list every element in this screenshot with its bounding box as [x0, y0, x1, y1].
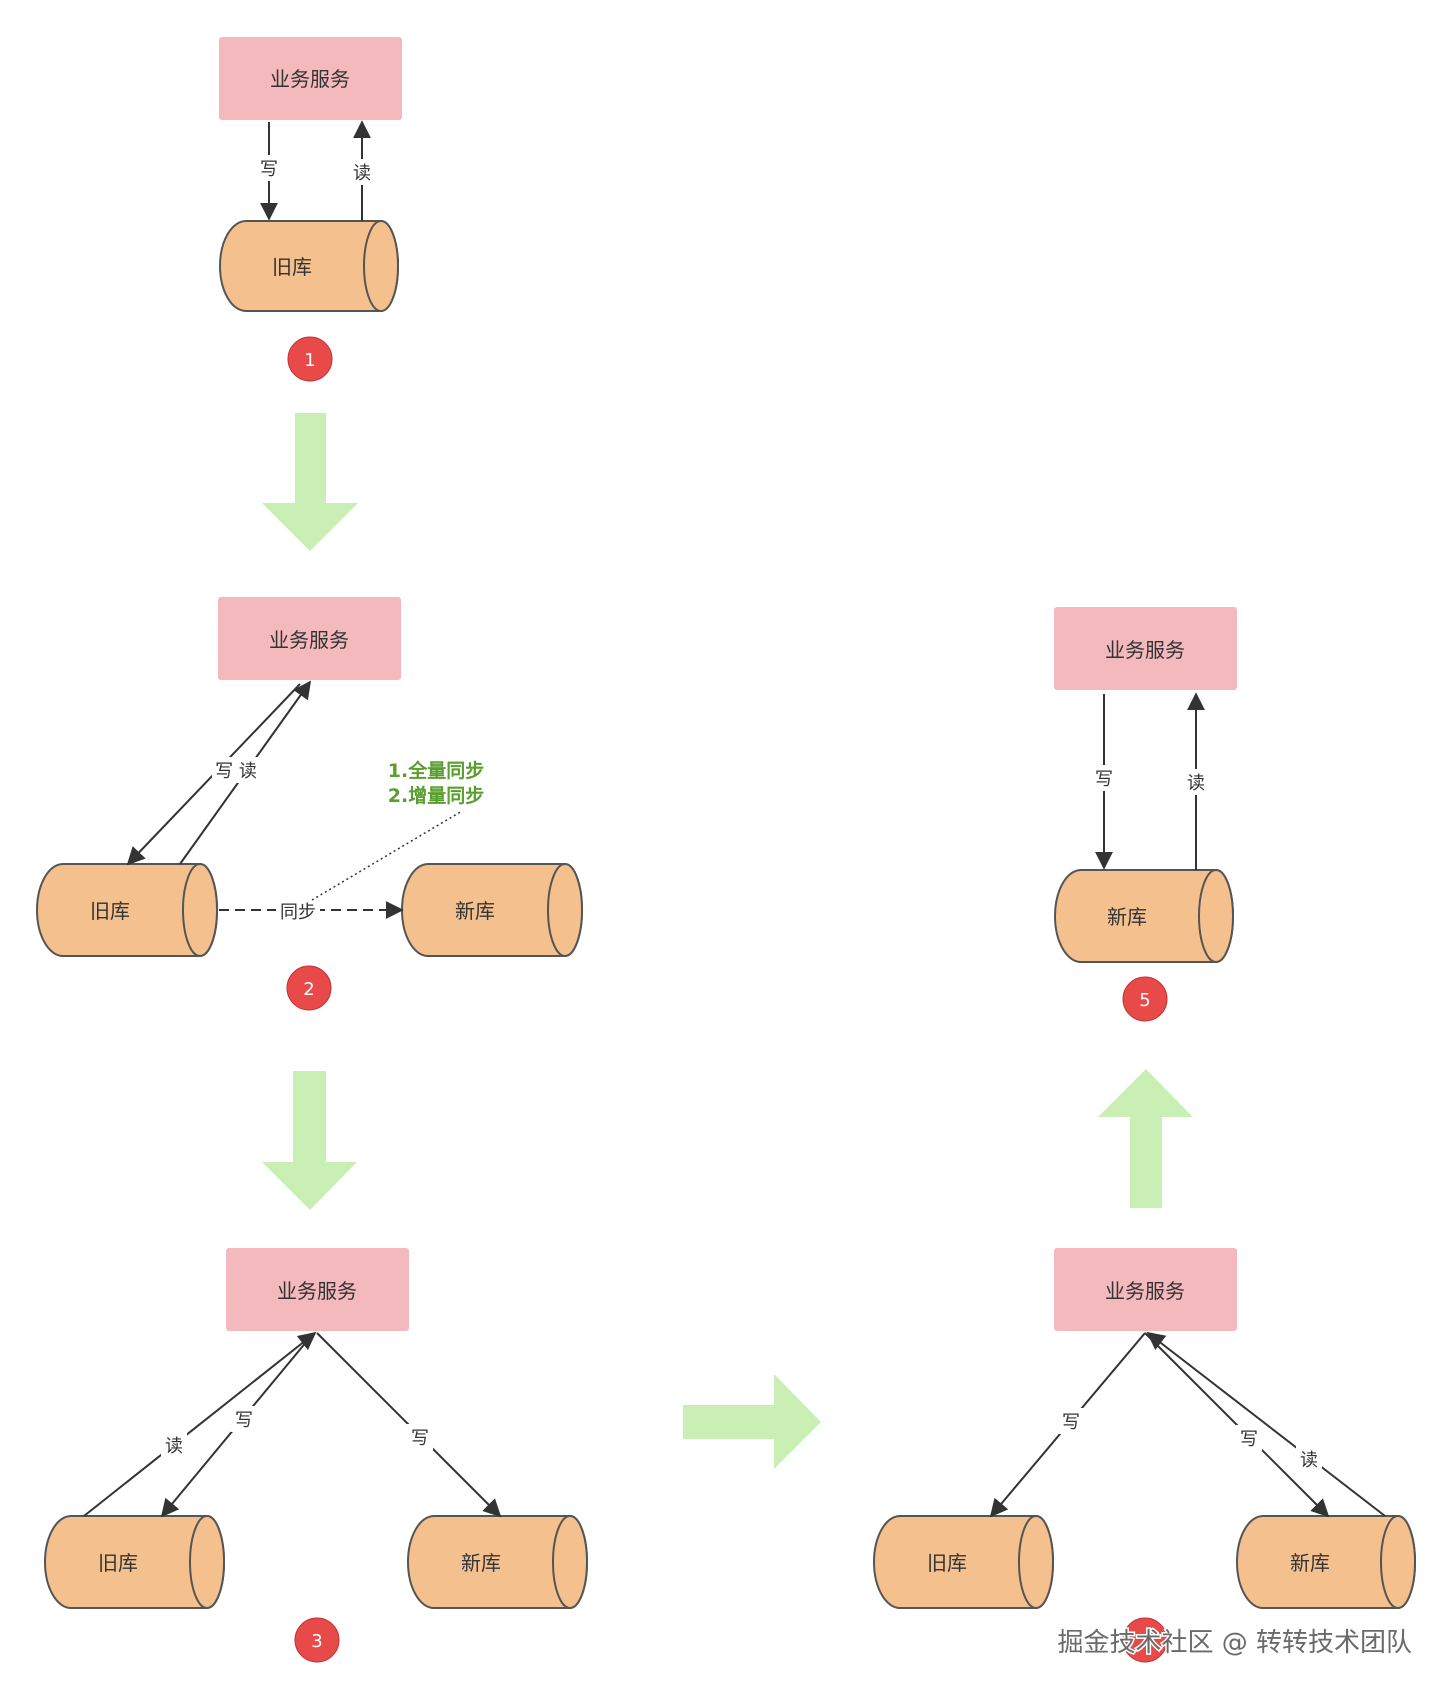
- stage-1: 业务服务 旧库 写 读 1: [219, 37, 402, 382]
- stage4-badge: [1122, 1617, 1168, 1663]
- stage1-service-label: 业务服务: [270, 67, 350, 91]
- stage3-new-db: 新库: [407, 1515, 588, 1609]
- stage2-write-read-label: 写 读: [215, 761, 257, 782]
- stage3-badge: [294, 1617, 340, 1663]
- stage3-write-new-label: 写: [411, 1428, 429, 1449]
- stage5-read-label: 读: [1187, 773, 1205, 794]
- flow-arrow-right: [683, 1374, 821, 1469]
- stage2-note-line2: 2.增量同步: [388, 784, 484, 807]
- stage5-new-db: 新库: [1054, 869, 1234, 963]
- stage1-old-db-label: 旧库: [272, 255, 312, 279]
- stage2-badge: [286, 965, 332, 1011]
- stage4-new-db-label: 新库: [1290, 1551, 1330, 1575]
- stage2-service-label: 业务服务: [269, 628, 349, 652]
- stage5-service-box: [1054, 607, 1237, 690]
- stage4-service-label: 业务服务: [1105, 1279, 1185, 1303]
- stage-3: 业务服务 旧库 新库 读 写 写 3: [44, 1248, 588, 1663]
- stage1-badge: [287, 336, 333, 382]
- stage3-old-db-label: 旧库: [98, 1551, 138, 1575]
- stage2-old-db: 旧库: [36, 863, 218, 957]
- stage4-read-new-label: 读: [1300, 1450, 1318, 1471]
- stage-4: 业务服务 旧库 新库 写 写 读: [873, 1248, 1416, 1663]
- stage3-service-label: 业务服务: [277, 1279, 357, 1303]
- stage-5: 业务服务 新库 写 读 5: [1054, 607, 1237, 1022]
- stage3-badge-label: 3: [311, 1631, 322, 1652]
- stage5-badge: [1122, 976, 1168, 1022]
- stage4-service-box: [1054, 1248, 1237, 1331]
- flow-arrow-down-2: [262, 1071, 357, 1210]
- stage2-badge-label: 2: [303, 979, 314, 1000]
- stage3-read-old-edge: [83, 1331, 317, 1517]
- stage3-old-db: 旧库: [44, 1515, 225, 1609]
- stage1-write-label: 写: [260, 159, 278, 180]
- stage4-write-old-label: 写: [1062, 1412, 1080, 1433]
- stage4-write-new-edge: [1144, 1332, 1330, 1518]
- stage-2: 业务服务 旧库 新库 写 读 同步 1.全量同步 2.增量同步 2: [36, 597, 583, 1011]
- stage4-write-new-label: 写: [1240, 1429, 1258, 1450]
- stage2-service-box: [218, 597, 401, 680]
- stage5-new-db-label: 新库: [1107, 905, 1147, 929]
- watermark: 掘金技术社区 @ 转转技术团队: [1057, 1628, 1412, 1658]
- stage2-note-line1: 1.全量同步: [388, 759, 484, 782]
- stage5-badge-label: 5: [1139, 990, 1150, 1011]
- stage4-old-db: 旧库: [873, 1515, 1054, 1609]
- stage1-service-box: [219, 37, 402, 120]
- stage2-sync-label: 同步: [280, 902, 316, 923]
- stage3-service-box: [226, 1248, 409, 1331]
- stage1-read-label: 读: [353, 163, 371, 184]
- flow-arrow-down-1: [262, 413, 358, 551]
- stage1-old-db: 旧库: [219, 220, 399, 312]
- stage2-note-connector: [311, 810, 463, 901]
- stage2-old-db-label: 旧库: [90, 899, 130, 923]
- stage4-old-db-label: 旧库: [927, 1551, 967, 1575]
- stage4-read-new-edge: [1146, 1331, 1386, 1517]
- stage5-write-label: 写: [1095, 769, 1113, 790]
- flow-arrow-up: [1098, 1069, 1193, 1208]
- stage4-new-db: 新库: [1236, 1515, 1416, 1609]
- stage1-badge-label: 1: [304, 350, 315, 371]
- stage2-new-db: 新库: [401, 863, 583, 957]
- stage3-new-db-label: 新库: [461, 1551, 501, 1575]
- stage5-service-label: 业务服务: [1105, 638, 1185, 662]
- stage3-read-old-label: 读: [165, 1436, 183, 1457]
- stage3-write-old-label: 写: [235, 1410, 253, 1431]
- stage2-new-db-label: 新库: [455, 899, 495, 923]
